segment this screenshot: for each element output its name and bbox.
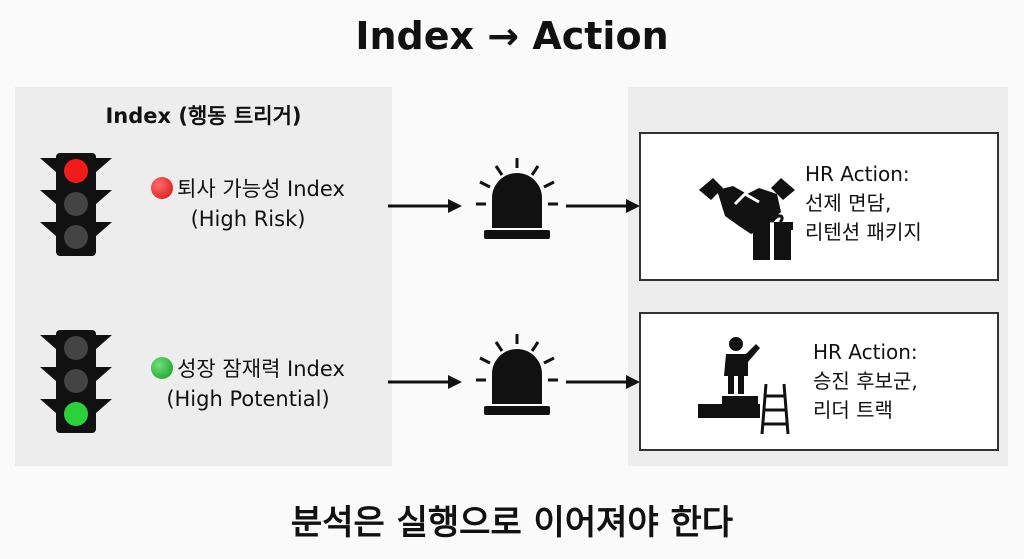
- arrow-icon: [388, 199, 462, 213]
- action-box-promotion: [639, 312, 999, 451]
- action-line2: 리텐션 패키지: [805, 220, 922, 244]
- diagram-title: Index → Action: [355, 14, 669, 58]
- action-line1: 선제 면담,: [805, 191, 892, 215]
- risk-index-label: 퇴사 가능성 Index (High Risk): [128, 174, 368, 234]
- handshake-gift-icon: [699, 178, 795, 260]
- red-dot-icon: [151, 177, 174, 199]
- traffic-light-green-icon: [40, 330, 112, 433]
- arrow-icon: [566, 375, 640, 389]
- action-text-promotion: HR Action: 승진 후보군, 리더 트랙: [813, 338, 918, 425]
- potential-index-name: 성장 잠재력 Index: [177, 357, 345, 381]
- action-heading: HR Action:: [805, 162, 910, 186]
- arrow-icon: [566, 199, 640, 213]
- traffic-light-red-icon: [40, 153, 112, 256]
- arrow-icon: [388, 375, 462, 389]
- flow-row-2: [388, 334, 640, 415]
- action-text-retention: HR Action: 선제 면담, 리텐션 패키지: [805, 160, 922, 247]
- footer-message: 분석은 실행으로 이어져야 한다: [290, 503, 734, 543]
- potential-index-sub: (High Potential): [166, 387, 330, 411]
- siren-icon: [476, 158, 558, 239]
- risk-index-name: 퇴사 가능성 Index: [177, 177, 345, 201]
- action-heading: HR Action:: [813, 340, 918, 364]
- green-dot-icon: [151, 357, 174, 379]
- flow-row-1: [388, 158, 640, 239]
- action-box-retention: [639, 132, 999, 281]
- action-line2: 리더 트랙: [813, 398, 893, 422]
- action-line1: 승진 후보군,: [813, 369, 918, 393]
- risk-index-sub: (High Risk): [190, 207, 306, 231]
- leader-ladder-icon: [698, 337, 790, 435]
- index-panel-heading: Index (행동 트리거): [105, 104, 302, 128]
- potential-index-label: 성장 잠재력 Index (High Potential): [128, 354, 368, 414]
- siren-icon: [476, 334, 558, 415]
